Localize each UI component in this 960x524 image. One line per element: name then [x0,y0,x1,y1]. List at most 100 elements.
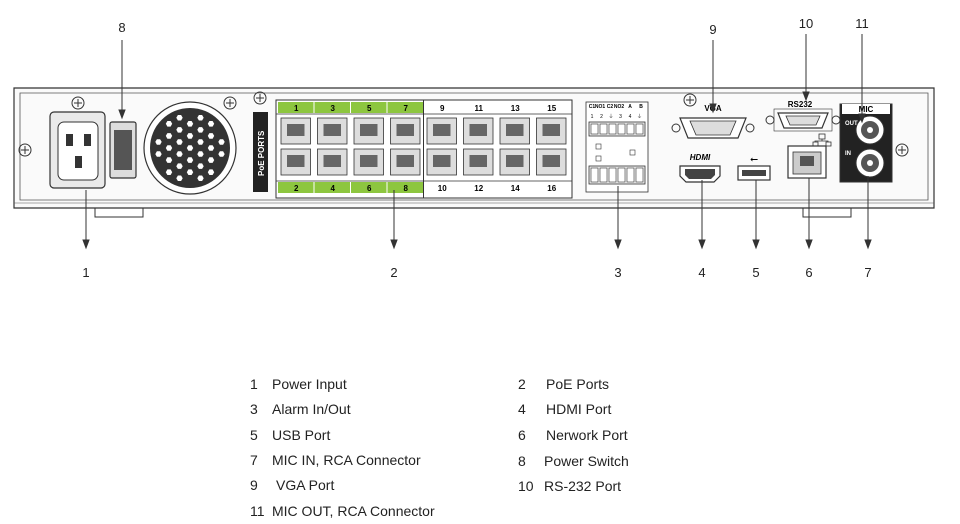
poe-port-number: 15 [547,104,556,113]
poe-port-jack [396,124,414,136]
legend-label: Power Input [272,376,347,392]
callout-5: 5 [752,265,759,280]
legend-num: 8 [518,453,526,469]
alarm-pin [608,167,617,183]
fan-hole [165,169,173,175]
fan-hole [176,151,183,157]
usb-symbol-icon: ⭠ [750,154,758,165]
fan-hole [197,163,204,169]
fan-hole [197,151,204,157]
alarm-terminal-label: A [628,104,632,110]
callout-3: 3 [614,265,621,280]
poe-port-jack [469,155,487,167]
hdmi-logo: HDMI [690,153,711,162]
rs232-label: RS232 [788,100,813,109]
fan-hole [186,157,194,163]
poe-highlight [351,182,387,193]
legend-item-9: 9 VGA Port [250,477,334,493]
alarm-terminal-label: NO2 [614,104,625,110]
poe-port-number: 8 [404,184,409,193]
poe-port-jack [396,155,414,167]
poe-highlight [314,182,350,193]
poe-highlight [351,102,387,113]
callout-9: 9 [709,22,716,37]
fan-hole [197,175,204,181]
fan-hole [176,175,183,181]
network-port [787,133,832,179]
poe-port-jack [287,124,305,136]
alarm-terminal-label: C1 [589,104,596,110]
alarm-pin [590,167,599,183]
poe-ports-side-label: PoE PORTS [257,130,266,176]
legend-num: 10 [518,478,534,494]
poe-port-number: 16 [547,184,556,193]
poe-port-number: 11 [475,104,484,113]
callout-7: 7 [864,265,871,280]
poe-port-number: 6 [367,184,372,193]
fan-hole [165,133,173,139]
alarm-pin [626,167,635,183]
legend-num: 11 [250,503,265,519]
alarm-pin [635,123,644,135]
mic-in-label: IN [845,151,851,157]
poe-highlight [278,102,314,113]
poe-port-jack [506,155,524,167]
poe-ports-side-label-bg [253,112,268,192]
fan-hole [186,145,194,151]
poe-highlight [387,182,423,193]
poe-port-jack [433,124,451,136]
legend-item-8: 8 Power Switch [518,453,629,469]
legend-label: VGA Port [276,477,335,493]
power-switch [109,121,137,179]
legend-num: 9 [250,477,258,493]
mic-out-label: OUT [845,121,858,127]
fan-hole [197,115,204,121]
legend-label: Power Switch [544,453,629,469]
poe-highlight [278,182,314,193]
alarm-terminal-label: C2 [607,104,614,110]
legend-label: MIC OUT, RCA Connector [272,503,435,519]
poe-port-number: 14 [511,184,520,193]
alarm-pin [599,167,608,183]
callout-1: 1 [82,265,89,280]
callout-lines [82,34,872,250]
poe-port-jack [433,155,451,167]
fan-hole [165,145,173,151]
alarm-terminal-label: ⏚ [608,113,613,120]
fan-hole [186,169,194,175]
usb-port: ⭠ [737,154,771,181]
alarm-pin [626,123,635,135]
alarm-pin [599,123,608,135]
legend-label: MIC IN, RCA Connector [272,452,421,468]
poe-port-number: 13 [511,104,520,113]
legend-item-11: 11 MIC OUT, RCA Connector [250,503,435,519]
poe-port-jack [323,124,341,136]
legend-label: Nerwork Port [546,427,628,443]
fan-hole [197,139,204,145]
poe-port-jack [287,155,305,167]
poe-port-jack [323,155,341,167]
rs232-port: RS232 [765,100,841,132]
legend-num: 1 [250,376,258,392]
poe-port-jack [542,124,560,136]
fan-hole [155,151,162,157]
alarm-terminal-label: B [639,104,643,110]
fan-hole [186,133,194,139]
alarm-pin [608,123,617,135]
callout-6: 6 [805,265,812,280]
poe-port [426,148,457,176]
alarm-terminal-label: 1 [591,114,594,120]
fan-hole [197,127,204,133]
mic-label: MIC [859,105,874,114]
alarm-terminal-label: 3 [619,114,622,120]
hdmi-port: HDMI [679,153,721,183]
fan-hole [186,121,194,127]
fan-vent [143,101,237,195]
alarm-terminal-label: NO1 [595,104,606,110]
fan-hole [176,115,183,121]
